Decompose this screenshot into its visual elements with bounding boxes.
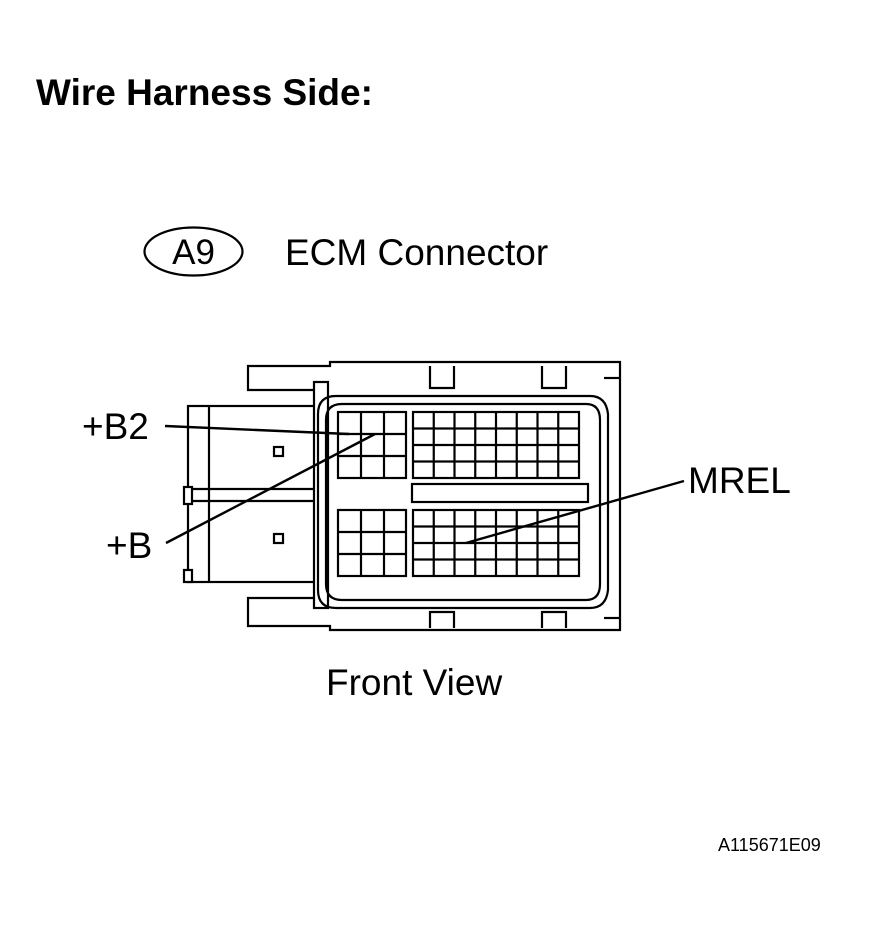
cavity-grid-right-lower bbox=[411, 508, 581, 578]
leader-line-b bbox=[165, 432, 376, 545]
connector-latch bbox=[182, 404, 318, 584]
leader-line-mrel bbox=[465, 479, 685, 545]
figure-code: A115671E09 bbox=[718, 835, 821, 855]
section-heading: Wire Harness Side: bbox=[36, 72, 373, 113]
cavity-grid-right-upper bbox=[411, 410, 581, 480]
connector-code-badge: A9 bbox=[143, 226, 244, 277]
pin-label-mrel: MREL bbox=[688, 460, 791, 501]
leader-line-b2 bbox=[164, 424, 350, 436]
view-label: Front View bbox=[326, 662, 503, 703]
connector-code-outline bbox=[143, 226, 244, 277]
pin-label-b2: +B2 bbox=[82, 406, 149, 447]
connector-code-text: A9 bbox=[172, 233, 215, 272]
connector-title: ECM Connector bbox=[285, 232, 549, 273]
cavity-grid-left-lower bbox=[336, 508, 408, 578]
pin-label-b: +B bbox=[106, 525, 152, 566]
cavity-grid-left-upper bbox=[336, 410, 408, 480]
connector-housing bbox=[246, 360, 622, 632]
